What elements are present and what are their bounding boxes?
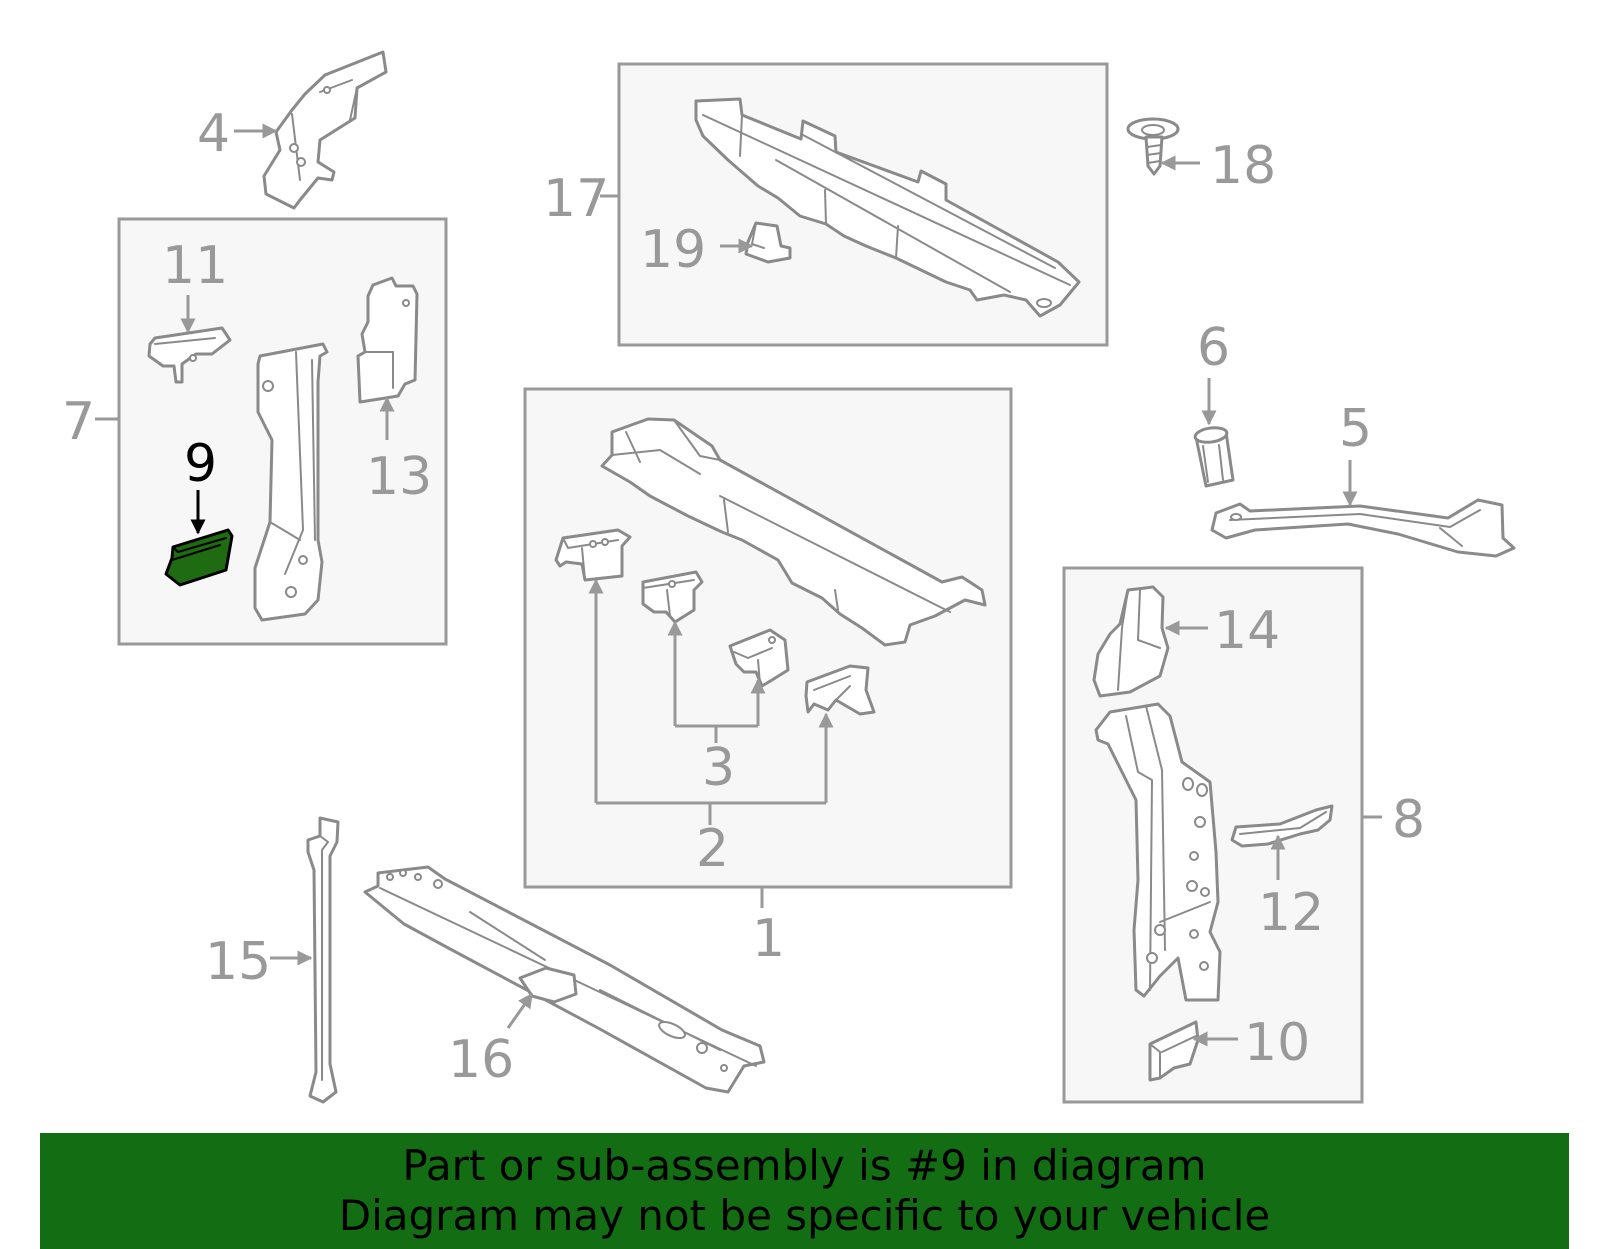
label-2: 2: [696, 819, 729, 879]
part-7-pillar: [253, 342, 329, 622]
label-19: 19: [640, 220, 706, 280]
part-18: [1126, 117, 1180, 176]
part-8-pillar: [1094, 702, 1222, 1002]
label-12: 12: [1258, 883, 1324, 943]
banner-line-1: Part or sub-assembly is #9 in diagram: [402, 1141, 1207, 1190]
label-8: 8: [1392, 790, 1425, 850]
label-6: 6: [1197, 318, 1230, 378]
label-9: 9: [184, 434, 217, 494]
part-1-crossmember: [600, 417, 987, 647]
part-2-right: [804, 664, 876, 716]
label-18: 18: [1210, 136, 1276, 196]
part-15: [306, 816, 340, 1104]
part-12: [1230, 804, 1334, 848]
label-15: 15: [205, 932, 271, 992]
part-2-left: [554, 528, 632, 582]
part-16: [363, 865, 766, 1094]
label-13: 13: [366, 447, 432, 507]
label-11: 11: [162, 236, 228, 296]
label-1: 1: [752, 909, 785, 969]
leader-3: [675, 724, 758, 743]
part-3-right: [728, 628, 790, 688]
part-6: [1193, 426, 1235, 488]
label-14: 14: [1214, 601, 1280, 661]
part-9: [164, 528, 234, 587]
leader-2: [596, 801, 826, 825]
part-3-left: [641, 570, 704, 624]
label-16: 16: [448, 1030, 514, 1090]
part-14: [1092, 585, 1170, 698]
part-13: [356, 276, 419, 404]
part-4: [262, 50, 388, 210]
info-banner: Part or sub-assembly is #9 in diagram Di…: [40, 1133, 1569, 1249]
banner-line-2: Diagram may not be specific to your vehi…: [338, 1191, 1271, 1240]
part-11: [147, 326, 232, 384]
label-4: 4: [197, 104, 230, 164]
label-7: 7: [62, 392, 95, 452]
part-10: [1148, 1020, 1200, 1082]
label-5: 5: [1339, 399, 1372, 459]
label-3: 3: [702, 738, 735, 798]
part-5: [1210, 498, 1516, 558]
label-17: 17: [543, 169, 609, 229]
label-10: 10: [1244, 1013, 1310, 1073]
leader-16: [506, 992, 534, 1029]
part-17: [694, 97, 1081, 318]
